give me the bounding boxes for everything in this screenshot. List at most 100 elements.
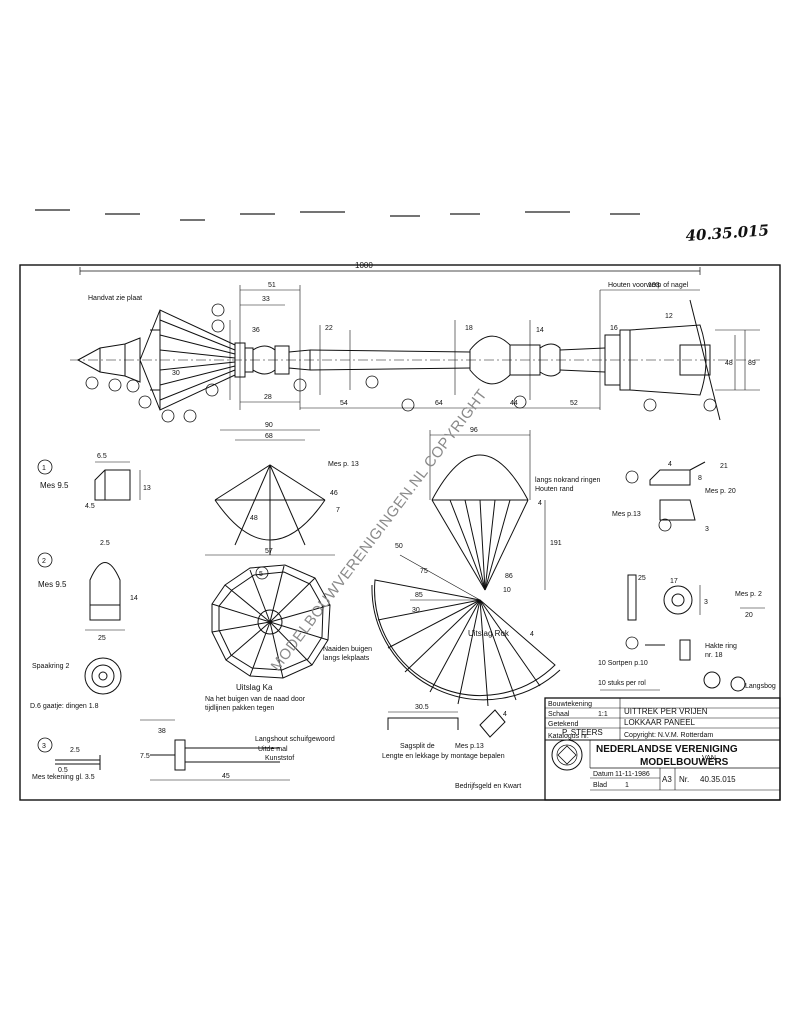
large-fan-dim: 30 [412,607,420,614]
strip-dim: 4 [503,711,507,718]
detail-3-label: Spaakring 2 [32,663,69,670]
copyright-watermark: MODELBOUWVERENIGINGEN.NL COPYRIGHT [268,386,491,674]
sheet-label: Blad [593,782,607,789]
small-cone-dim: 57 [265,548,273,555]
main-view-dim-texts: 51 33 28 54 64 44 52 103 89 48 36 22 18 … [172,282,756,407]
small-wheel-development [211,564,331,679]
date-label: Datum [593,771,614,778]
large-fan-dim: 85 [415,592,423,599]
rear-part-reference-label: Houten voorwerp of nagel [608,282,689,289]
small-cone-dim: 7 [336,507,340,514]
right-detail-1-label: Mes p.13 [612,511,641,518]
bottom-shaft-dim: 38 [158,728,166,735]
scan-artifact-lines [35,209,640,221]
svg-text:64: 64 [435,400,443,407]
detail-1-dim: 6.5 [97,453,107,460]
svg-text:54: 54 [340,400,348,407]
svg-text:52: 52 [570,400,578,407]
number-label: Nr. [679,775,689,784]
detail-1 [37,459,141,501]
detail-2-dim: 14 [130,595,138,602]
large-cone-dim: 4 [538,500,542,507]
svg-text:14: 14 [536,327,544,334]
detail-1-dim: 4.5 [85,503,95,510]
object-title-line-1: UITTREK PER VRIJEN [624,707,708,716]
right-detail-1-dim: 3 [705,526,709,533]
strip-detail [387,709,506,738]
svg-text:18: 18 [465,325,473,332]
detail-1-marker: 1 [42,465,46,472]
bottom-shaft-detail [140,719,290,781]
right-detail-2-dim: 17 [670,578,678,585]
small-cone-view [205,429,335,556]
right-detail-3-sub: Langsbog [745,683,776,690]
part-markers [85,303,717,423]
detail-1-label: Mes 9.5 [40,481,69,490]
title-block-labels: Bouwtekening Schaal 1:1 Getekend P. STEE… [548,701,738,789]
detail-4-label: Mes tekening gl. 3.5 [32,774,95,781]
small-wheel-marker-text: 5 [259,571,263,578]
right-detail-1-dim: 4 [668,461,672,468]
copyright-line: Copyright: N.V.M. Rotterdam [624,732,713,739]
title-block [544,697,781,801]
organisation-line-1: NEDERLANDSE VERENIGING [596,744,738,755]
detail-2-marker: 2 [42,558,46,565]
small-wheel-note1: Naaiden buigen [323,646,372,653]
right-detail-2-dim: 3 [704,599,708,606]
right-detail-3-note1: nr. 18 [705,652,723,659]
svg-text:51: 51 [268,282,276,289]
right-detail-3-note3: 10 stuks per rol [598,680,646,687]
organisation-connector: VAN [702,755,716,762]
large-cone-dim: 96 [470,427,478,434]
small-wheel-marker [255,566,269,580]
title-block-row-label: Bouwtekening [548,701,592,708]
detail-3-ring [84,657,122,695]
svg-text:103: 103 [648,282,660,289]
detail-4 [37,737,101,770]
small-wheel-note2: langs lekplaats [323,655,370,662]
title-block-row-label: Getekend [548,721,578,728]
small-cone-dim: 48 [250,515,258,522]
detail-2 [37,552,125,631]
object-title-line-2: LOKKAAR PANEEL [624,718,696,727]
large-cone-view [429,430,546,591]
small-cone-dim: 68 [265,433,273,440]
svg-text:89: 89 [748,360,756,367]
right-detail-1-sub: Mes p. 20 [705,488,736,495]
strip-label: Sagsplit de [400,743,435,750]
right-detail-1 [625,461,706,532]
svg-text:36: 36 [252,327,260,334]
bottom-caption: Bedrijfsgeld en Kwart [455,783,521,790]
right-detail-1-dim: 8 [698,475,702,482]
svg-text:28: 28 [264,394,272,401]
detail-2-dim: 2.5 [100,540,110,547]
right-detail-2-label: Mes p. 2 [735,591,762,598]
title-block-row-label: Katalogus nr. [548,733,589,740]
svg-text:12: 12 [665,313,673,320]
right-detail-1-dim: 21 [720,463,728,470]
small-cone-dim: 90 [265,422,273,429]
right-detail-2-dim: 25 [638,575,646,582]
large-cone-label: langs nokrand ringen [535,477,600,484]
detail-1-dim: 13 [143,485,151,492]
large-cone-label-2: Houten rand [535,486,574,493]
overall-width-label: 1000 [355,261,373,270]
drawing-border [19,264,781,801]
right-detail-3-note2: 10 Sortpen p.10 [598,660,648,667]
detail-4-marker: 3 [42,743,46,750]
small-wheel-label: Uitslag Ka [236,683,273,692]
bottom-shaft-label-2: Kunststof [265,755,294,762]
bottom-shaft-sub: Uitde mal [258,746,288,753]
svg-text:48: 48 [725,360,733,367]
bottom-shaft-dim: 7.5 [140,753,150,760]
handle-reference-label: Handvat zie plaat [88,295,142,302]
svg-text:33: 33 [262,296,270,303]
strip-note: Lengte en lekkage by montage bepalen [382,753,505,760]
small-wheel-note4: tijdlijnen pakken tegen [205,705,274,712]
title-block-row-value: 1:1 [598,711,608,718]
title-block-row-value: P. STEERS [562,728,603,737]
large-fan-development [371,554,561,707]
strip-dim: 30.5 [415,704,429,711]
svg-text:22: 22 [325,325,333,332]
